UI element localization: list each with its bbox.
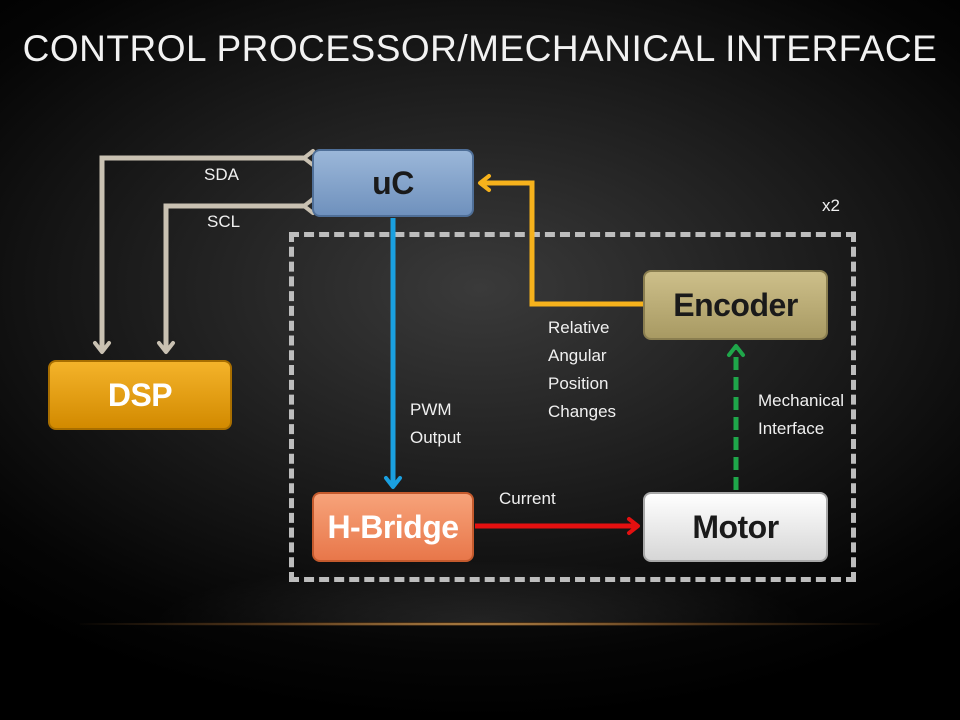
mechanical-line-2: Interface — [758, 419, 825, 438]
slide-title: CONTROL PROCESSOR/MECHANICAL INTERFACE — [22, 28, 938, 69]
relative-line-3: Position — [548, 374, 609, 393]
encoder-feedback-line — [478, 174, 643, 307]
floor-reflection — [150, 560, 810, 622]
relative-line-4: Changes — [548, 402, 617, 421]
scl-label: SCL — [207, 212, 241, 231]
scl-line — [157, 197, 315, 354]
x2-label: x2 — [822, 196, 840, 215]
relative-line-1: Relative — [548, 318, 610, 337]
pwm-output-label: PWM Output — [410, 396, 461, 452]
relative-angular-position-label: Relative Angular Position Changes — [548, 314, 616, 426]
pwm-line-2: Output — [410, 428, 462, 447]
uc-block: uC — [312, 149, 474, 217]
encoder-block: Encoder — [643, 270, 828, 340]
mechanical-interface-label: Mechanical Interface — [758, 387, 844, 443]
current-label: Current — [499, 489, 556, 508]
mechanical-line-1: Mechanical — [758, 391, 844, 410]
relative-line-2: Angular — [548, 346, 607, 365]
sda-line — [93, 149, 315, 354]
pwm-line-1: PWM — [410, 400, 452, 419]
sda-label: SDA — [204, 165, 239, 184]
floor-glow-line — [80, 622, 880, 626]
hbridge-block: H-Bridge — [312, 492, 474, 562]
motor-block: Motor — [643, 492, 828, 562]
dsp-block: DSP — [48, 360, 232, 430]
x2-dashed-group — [289, 232, 856, 582]
